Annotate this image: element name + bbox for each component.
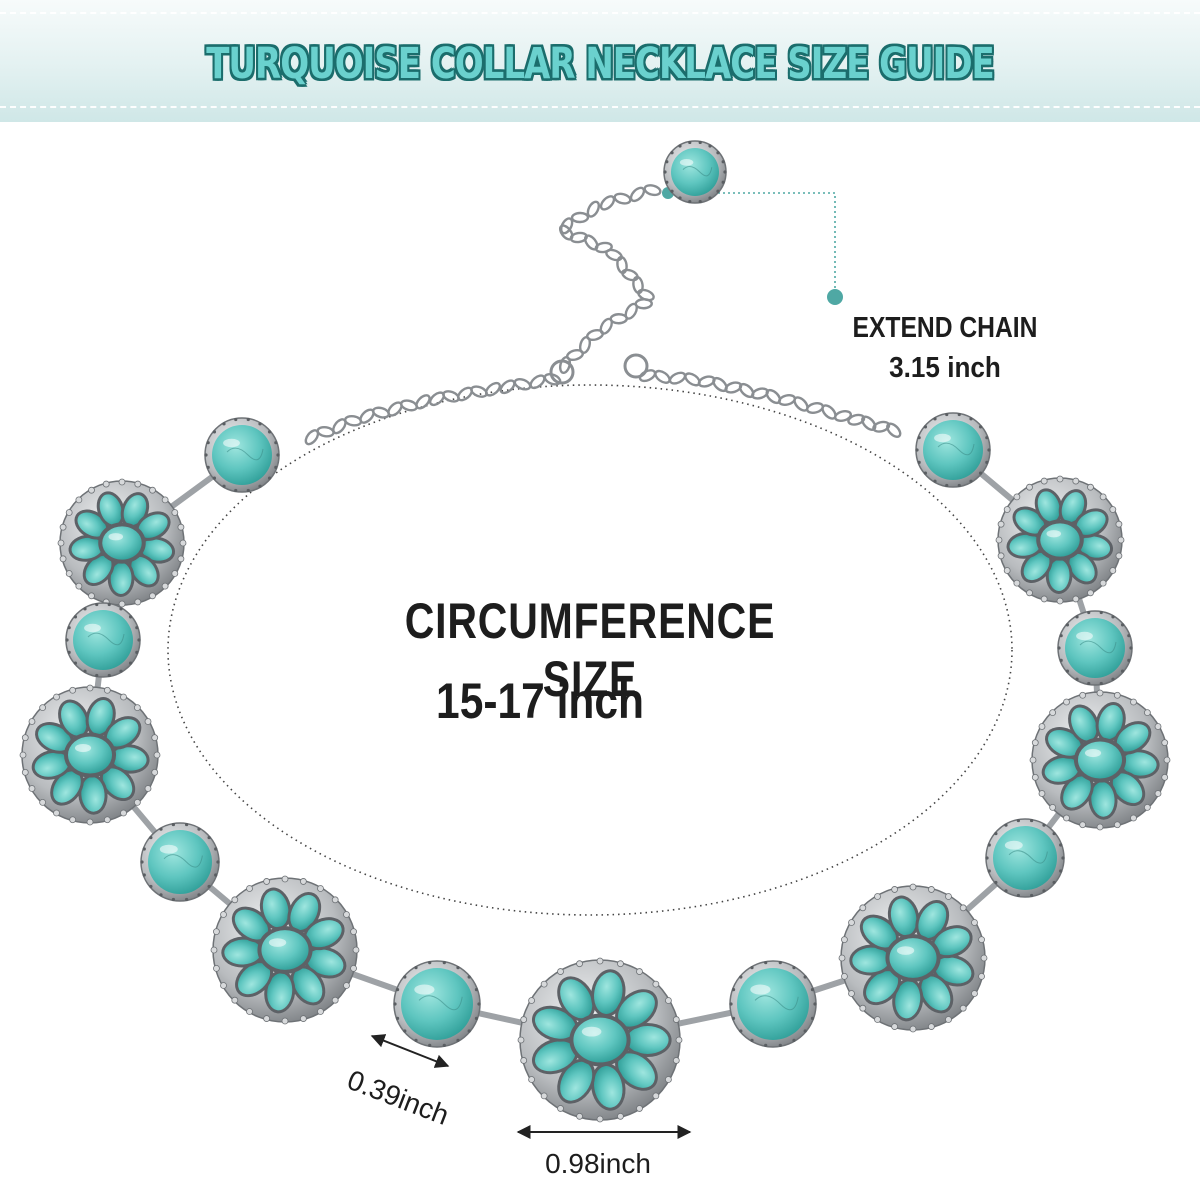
title-banner: TURQUOISE COLLAR NECKLACE SIZE GUIDE — [0, 0, 1200, 122]
round-bead-right-1 — [915, 412, 991, 488]
flower-cluster-left-1 — [57, 478, 187, 608]
flower-cluster-left-3 — [210, 875, 360, 1025]
small-bead-dimension-arrow — [370, 1034, 450, 1068]
extend-chain-value: 3.15 inch — [889, 352, 1001, 384]
chain-jump-ring-right — [623, 353, 649, 379]
chain-right — [638, 369, 902, 438]
chain-jump-ring-left — [549, 359, 575, 385]
round-bead-left-4 — [393, 960, 481, 1048]
banner-stitch-top — [0, 12, 1200, 14]
round-bead-left-3 — [140, 822, 220, 902]
circumference-ellipse — [167, 384, 1013, 916]
extension-chain — [558, 184, 662, 375]
banner-stitch-bottom — [0, 106, 1200, 108]
round-bead-right-2 — [1057, 610, 1133, 686]
flower-cluster-right-3 — [838, 883, 988, 1033]
page-title: TURQUOISE COLLAR NECKLACE SIZE GUIDE — [206, 39, 995, 89]
back-chain — [304, 184, 902, 446]
circumference-value: 15-17 inch — [436, 673, 644, 729]
extension-end-bead — [663, 140, 727, 204]
round-bead-right-4 — [729, 960, 817, 1048]
extend-chain-callout-dot-end — [827, 289, 843, 305]
round-bead-left-2 — [65, 602, 141, 678]
round-bead-left-1 — [204, 417, 280, 493]
extend-chain-callout-line — [668, 192, 836, 297]
round-bead-right-3 — [985, 818, 1065, 898]
flower-cluster-center — [517, 957, 683, 1123]
center-piece-dimension-label: 0.98inch — [545, 1148, 651, 1179]
circumference-label: CIRCUMFERENCE SIZE — [404, 593, 776, 707]
flower-cluster-left-2 — [19, 684, 161, 826]
flower-cluster-right-2 — [1029, 689, 1171, 831]
necklace-pieces — [19, 140, 1171, 1123]
chain-left — [304, 372, 562, 446]
flower-cluster-right-1 — [995, 475, 1125, 605]
extend-chain-label: EXTEND CHAIN — [852, 312, 1038, 344]
